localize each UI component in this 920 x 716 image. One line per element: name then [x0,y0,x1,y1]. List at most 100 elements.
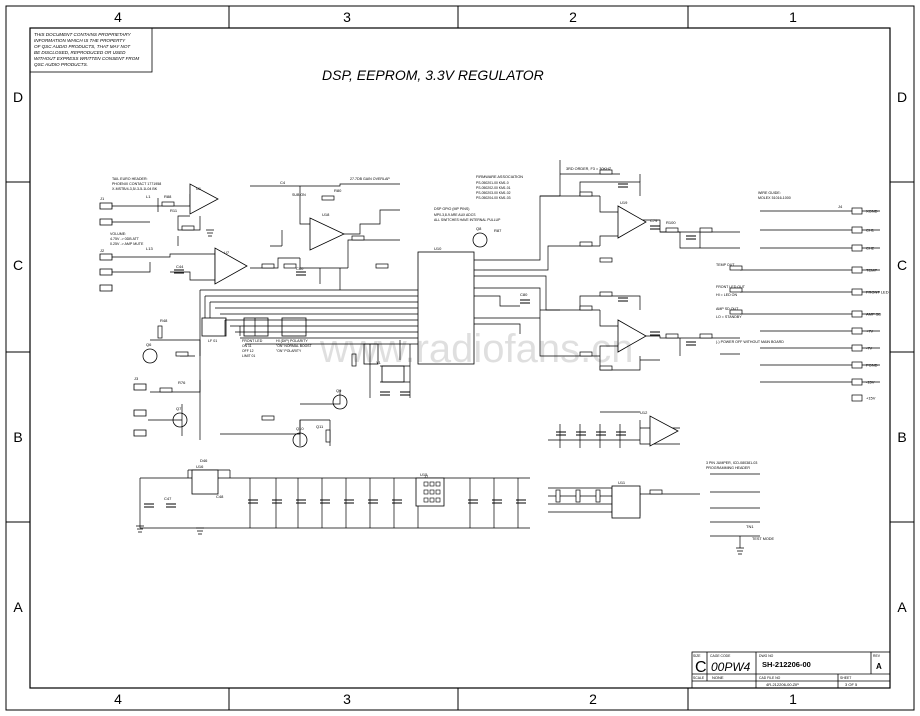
ref-designator: R87 [494,228,502,233]
front-led-note: OFF 12 [242,349,254,353]
volume-line: 0.25V -> AMP MUTE [110,242,144,246]
connector-label: +7V [866,329,874,334]
proprietary-notice: THIS DOCUMENT CONTAINS PROPRIETARY INFOR… [29,27,153,73]
firmware-line: PS-050203-00 KM1.02 [476,191,511,195]
size-value: C [695,659,707,676]
scale-value: NONE [712,675,724,680]
gpio-title: DSP GPIO (MP PINS) [434,207,469,211]
ref-designator: C48 [216,494,224,499]
connector-pin [851,310,863,318]
sub-note: LF 01 [208,339,217,343]
row-label: C [13,257,23,273]
watermark: www.radiofans.cn [319,327,633,371]
connector-pin [851,378,863,386]
transistors [142,232,488,448]
firmware-line: PS-050202-00 KM1.01 [476,186,511,190]
ref-designator: C47 [164,496,172,501]
ground-symbols [136,229,744,555]
connector-label: AMP SD [866,312,881,317]
connector-pin [851,226,863,234]
op-amp-symbols [189,183,679,447]
connector-pin [851,394,863,402]
polarity-note: HI (DIP) POLARITY [276,339,308,343]
resistors [157,169,743,503]
front-led-note: FRONT LED [242,339,263,343]
ref-designator: U1 [196,186,202,191]
row-label: A [13,599,23,615]
ref-designator: U10 [434,246,442,251]
ref-designator: C79 [650,218,658,223]
ref-designator: Q8 [476,226,482,231]
gpio-line: ALL SWITCHES HAVE INTERNAL PULLUP [434,218,501,222]
cad-value: 4R-212206-00.ZIP [766,682,799,687]
notice-line: INFORMATION WHICH IS THE PROPERTY [34,38,126,43]
connector-note: AMP SD OUT [716,307,739,311]
connector-pin [851,207,863,215]
cage-label: CAGE CODE [710,654,731,658]
connector-pin [851,244,863,252]
row-label: B [13,429,22,445]
border-frame [5,5,915,711]
ref-designator: R76 [178,380,186,385]
notice-line: OF QSC AUDIO PRODUCTS, THAT MAY NOT [34,44,131,49]
column-label: 4 [114,9,122,25]
row-label: D [897,89,907,105]
jumper-note: PROGRAMMING HEADER [706,466,750,470]
ref-designator: C60 [296,266,304,271]
connector-note: LO = STANDBY [716,315,742,319]
firmware-line: PS-050204-00 KM1.03 [476,196,511,200]
connector-label: -7V [866,346,873,351]
row-label: D [13,89,23,105]
ref-designator: J7 [424,474,429,479]
connector-note: HI = LED ON [716,293,737,297]
connector-label: FRONT LED [866,290,889,295]
front-led-note: LIMIT 01 [242,354,255,358]
ref-designator: R80 [334,188,342,193]
ref-designator: U12 [640,410,648,415]
ref-designator: U16 [196,464,204,469]
wire-guide-line: WIRE GUIDE: [758,191,781,195]
polarity-note: "ON" POLARITY [276,349,302,353]
scale-label: SCALE [693,676,705,680]
ref-designator: L1 [146,194,151,199]
connector-label: TEMP [866,268,877,273]
ref-designator: Q7 [176,406,182,411]
connector-pin [851,288,863,296]
column-label: 3 [343,691,351,707]
connector-label: CH1 [866,228,875,233]
ref-designator: C4 [280,180,286,185]
rev-value: A [876,662,882,671]
sheet-title: DSP, EEPROM, 3.3V REGULATOR [322,67,544,83]
column-label: 4 [114,691,122,707]
ref-designator: L13 [146,246,153,251]
connector-label: +15V [866,396,876,401]
header-pins [423,481,441,503]
connector-label: XGND [866,209,878,214]
ref-designator: U7 [224,250,230,255]
ref-designator: R88 [164,194,172,199]
firmware-line: PS-050201-00 KM1.0 [476,181,509,185]
notice-line: THIS DOCUMENT CONTAINS PROPRIETARY [34,32,132,37]
ref-designator: U18 [322,212,330,217]
column-label: 3 [343,9,351,25]
polarity-note: "ON" NORMAL BOOST [276,344,312,348]
firmware-title: FIRMWARE ASSOCIATION [476,175,523,179]
ref-designator: R100 [666,220,676,225]
ref-designator: J4 [838,204,843,209]
ref-designator: Q10 [296,426,304,431]
column-label: 1 [789,9,797,25]
connector-label: -15V [866,380,875,385]
ref-designator: J2 [100,248,105,253]
title-block: SIZE C CAGE CODE 00PW4 DWG NO SH-212206-… [691,651,891,689]
volume-line: 4.75V -> 0DB ATT [110,237,140,241]
power-note: (-) POWER OFF WITHOUT MAIN BOARD [716,340,784,344]
dwg-value: SH-212206-00 [762,660,811,669]
connector-pin [851,327,863,335]
connector-note: FRONT LED OUT [716,285,746,289]
column-label: 2 [569,9,577,25]
